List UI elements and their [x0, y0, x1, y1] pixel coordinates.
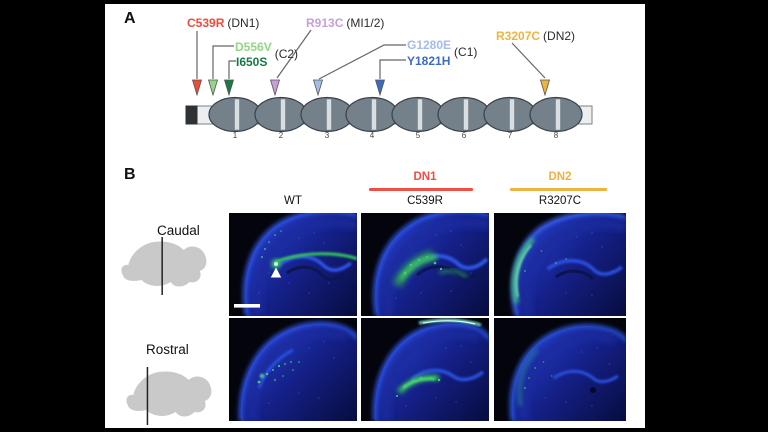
hippocampus-fold — [409, 368, 485, 382]
green-signal-band — [396, 374, 440, 395]
green-signal-band — [512, 237, 535, 304]
arrow-down-icon-r913c — [269, 79, 281, 97]
mutation-label-r913c: R913C(MI1/2) — [306, 17, 384, 30]
cortical-rim — [372, 322, 489, 421]
tissue-section — [511, 326, 626, 421]
micrograph-rostral-wt — [229, 318, 357, 421]
arrow-down-icon-r3207c — [539, 79, 551, 97]
green-signal-band — [518, 348, 539, 407]
hippocampus-fold — [407, 254, 489, 270]
micrograph-rostral-c539r — [361, 318, 489, 421]
tissue-section — [375, 213, 489, 316]
mutation-annotation: (C1) — [454, 45, 478, 59]
mutation-name: C539R — [187, 16, 225, 30]
domain-number: 1 — [232, 131, 238, 140]
green-signal-band — [260, 374, 264, 378]
domain-number: 5 — [415, 131, 421, 140]
cortical-rim — [238, 321, 357, 421]
protein-backbone — [185, 105, 593, 125]
domain-number: 8 — [553, 131, 559, 140]
arrow-down-icon-c539r — [191, 79, 203, 97]
mutation-name: R3207C — [496, 29, 541, 43]
backbone-start-cap — [185, 105, 198, 125]
brain-shape — [126, 371, 212, 417]
tissue-section — [374, 324, 489, 421]
mutation-annotation: (C2) — [274, 47, 299, 61]
column-header-r3207c: R3207C — [538, 195, 582, 207]
mutation-name: R913C — [306, 16, 344, 30]
tissue-section — [244, 213, 357, 316]
row-label-rostral: Rostral — [146, 342, 189, 357]
mutation-name: Y1821H — [407, 54, 451, 68]
arrow-down-icon-i650s — [223, 79, 235, 97]
column-header-wt: WT — [284, 195, 302, 207]
domain-number: 7 — [507, 131, 513, 140]
arrow-down-icon-d556v — [207, 79, 219, 97]
tissue-section — [513, 213, 626, 316]
brain-shape — [121, 241, 207, 287]
green-signal-band — [392, 250, 435, 288]
mutation-annotation: (DN1) — [227, 16, 260, 30]
domain-number: 2 — [278, 131, 284, 140]
bright-edge-signal — [418, 318, 482, 327]
panel-a-label: A — [124, 10, 136, 27]
brain-silhouette-icon-rostral — [126, 367, 212, 425]
domain-number: 3 — [324, 131, 330, 140]
hippocampus-fold — [546, 259, 624, 276]
hippocampus-fold — [552, 369, 619, 384]
brain-silhouette-icon-caudal — [121, 237, 207, 295]
scale-bar — [234, 304, 260, 308]
row-label-caudal: Caudal — [157, 223, 200, 238]
group-header-dn2: DN2 — [548, 171, 572, 183]
arrow-down-icon-y1821h — [374, 79, 386, 97]
mutation-label-i650s: I650S — [236, 56, 270, 69]
column-header-c539r: C539R — [407, 195, 443, 207]
mutation-label-g1280e: G1280E(C1) — [407, 38, 477, 59]
domain-number: 4 — [369, 131, 375, 140]
micrograph-caudal-c539r — [361, 213, 489, 316]
micrograph-rostral-r3207c — [494, 318, 626, 421]
mutation-label-y1821h: Y1821H — [407, 55, 453, 68]
tissue-section — [240, 323, 357, 421]
mutation-label-c539r: C539R(DN1) — [187, 17, 259, 30]
domain-number: 6 — [461, 131, 467, 140]
cortical-rim — [373, 213, 489, 316]
mutation-label-d556v: D556V(C2) — [235, 40, 298, 61]
repeat-domains — [208, 96, 583, 133]
mutation-name: G1280E — [407, 38, 452, 52]
green-signal-band — [274, 252, 357, 264]
group-underline-dn2 — [510, 188, 607, 191]
arrowhead-marker-icon — [270, 267, 282, 278]
hippocampus-fold — [277, 255, 353, 272]
cortical-rim — [242, 213, 357, 316]
group-underline-dn1 — [369, 188, 473, 191]
cortical-rim — [509, 324, 626, 421]
figure-sheet: A — [105, 4, 645, 428]
panel-b-label: B — [124, 166, 136, 183]
cortical-rim — [511, 213, 626, 316]
mutation-annotation: (DN2) — [543, 29, 576, 43]
micrograph-caudal-r3207c — [494, 213, 626, 316]
mutation-annotation: (MI1/2) — [346, 16, 385, 30]
mutation-name: I650S — [236, 55, 268, 69]
micrograph-caudal-wt — [229, 213, 357, 316]
mutation-name: D556V — [235, 40, 272, 54]
mutation-label-r3207c: R3207C(DN2) — [496, 30, 575, 43]
group-header-dn1: DN1 — [413, 171, 437, 183]
mutation-arrow-icons — [191, 79, 551, 97]
arrow-down-icon-g1280e — [312, 79, 324, 97]
